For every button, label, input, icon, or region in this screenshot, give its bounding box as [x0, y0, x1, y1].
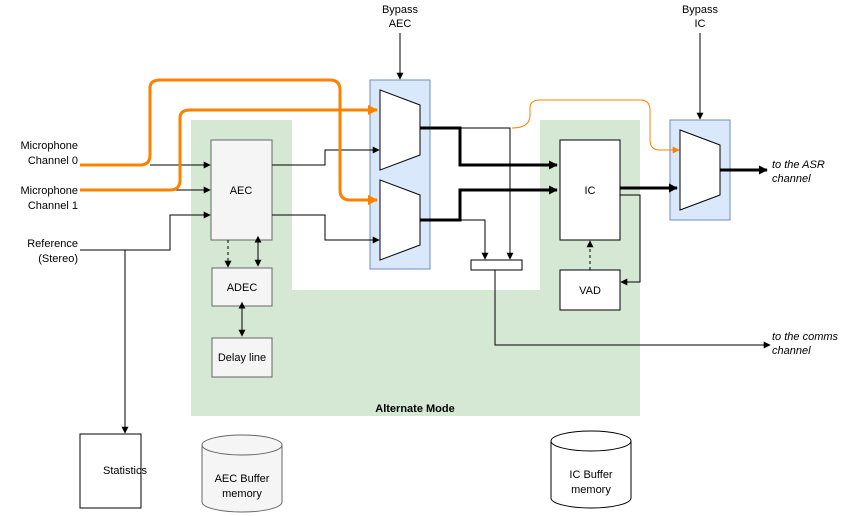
- comms-mux-bar: [470, 259, 523, 271]
- to-comms-line1: to the comms: [772, 331, 839, 343]
- delay-line-block: [211, 337, 273, 378]
- mic1-bypass-path: [80, 105, 378, 192]
- aec-block: [210, 139, 273, 241]
- reference-line1: Reference: [27, 238, 78, 250]
- ic-buffer-memory: IC Buffer memory: [550, 430, 632, 509]
- ic-to-vad: [620, 194, 641, 286]
- aec-out0-to-mux: [272, 146, 380, 166]
- mux0-to-ic: [420, 126, 558, 170]
- comms-to-output: [494, 270, 771, 349]
- to-asr-line2: channel: [772, 173, 811, 185]
- adec-block: [211, 267, 273, 307]
- vad-block: [559, 269, 621, 311]
- bypass-aec-line1: Bypass: [382, 4, 419, 16]
- ic-bypass-path: [511, 99, 680, 154]
- aec-buffer-line1: AEC Buffer: [215, 473, 270, 485]
- reference-line2: (Stereo): [38, 253, 78, 265]
- bypass-aec-line2: AEC: [389, 18, 412, 30]
- statistics-label: Statistics: [103, 465, 148, 477]
- ref-to-aec: [80, 211, 211, 251]
- aec-label: AEC: [230, 185, 253, 197]
- statistics-block: [79, 433, 142, 509]
- thin-connectors: [80, 33, 771, 434]
- mux-channel-0: [379, 89, 421, 171]
- mux-channel-1: [379, 179, 421, 261]
- orange-bypass-paths: [80, 78, 680, 205]
- alternate-mode-label: Alternate Mode: [375, 403, 454, 415]
- mic0-line2: Channel 0: [28, 155, 78, 167]
- mic0-line1: Microphone: [21, 140, 78, 152]
- ic-block: [559, 139, 621, 241]
- aec-buffer-memory: AEC Buffer memory: [201, 434, 283, 513]
- vad-label: VAD: [579, 285, 601, 297]
- mic1-line1: Microphone: [21, 185, 78, 197]
- green-region-bottom: [291, 290, 541, 416]
- aec-buffer-line2: memory: [222, 488, 262, 500]
- ic-buffer-line1: IC Buffer: [569, 469, 613, 481]
- mux0-to-comms: [420, 127, 514, 260]
- mux1-to-ic: [420, 185, 558, 222]
- to-asr-line1: to the ASR: [772, 159, 825, 171]
- mic1-line2: Channel 1: [28, 200, 78, 212]
- delay-line-label: Delay line: [218, 352, 266, 364]
- bypass-ic-line1: Bypass: [682, 4, 719, 16]
- aec-out1-to-mux: [272, 214, 380, 244]
- mux-ic-bypass: [679, 129, 721, 211]
- ic-buffer-line2: memory: [571, 484, 611, 496]
- thick-signal-paths: [420, 126, 768, 222]
- ic-label: IC: [585, 185, 596, 197]
- bypass-ic-line2: IC: [695, 18, 706, 30]
- to-comms-line2: channel: [772, 345, 811, 357]
- mic0-bypass-path: [80, 78, 378, 205]
- adec-label: ADEC: [227, 282, 258, 294]
